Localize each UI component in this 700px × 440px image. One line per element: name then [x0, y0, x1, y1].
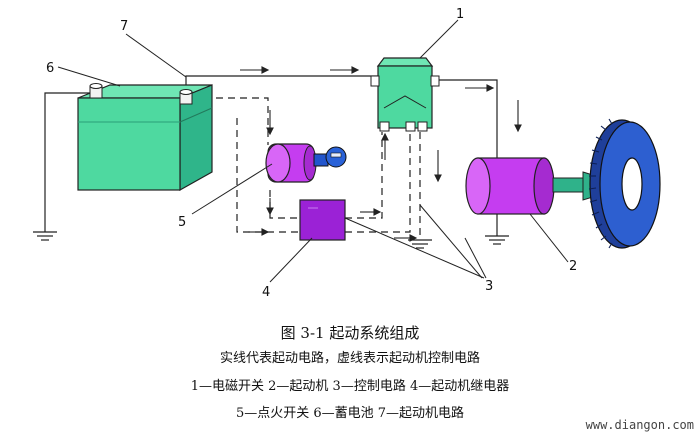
label-1: 1 [456, 7, 464, 22]
control-circuit-wires [192, 97, 421, 240]
motor-shaft [552, 177, 584, 193]
label-4: 4 [262, 285, 270, 300]
flywheel-ring-gear [588, 118, 661, 249]
ground-symbol-icon [408, 239, 432, 249]
solenoid-left-terminal [370, 75, 380, 87]
battery-positive-terminal [179, 89, 193, 105]
battery [77, 83, 213, 192]
ground-symbol-icon [33, 231, 57, 241]
label-2: 2 [569, 259, 577, 274]
ground-symbol-icon [485, 212, 509, 245]
label-3: 3 [485, 279, 493, 294]
label-6: 6 [46, 61, 54, 76]
flow-arrows [240, 66, 522, 242]
legend-line-1: 1—电磁开关 2—起动机 3—控制电路 4—起动机继电器 [190, 379, 510, 394]
solenoid-right-terminal [430, 75, 440, 87]
ignition-key-icon [313, 146, 347, 168]
label-5: 5 [178, 215, 186, 230]
legend-line-2: 5—点火开关 6—蓄电池 7—起动机电路 [235, 406, 465, 421]
battery-front [77, 97, 181, 191]
solenoid-switch [370, 57, 440, 132]
ignition-switch [265, 143, 347, 183]
battery-negative-terminal [89, 83, 103, 99]
label-7: 7 [120, 19, 128, 34]
starter-relay [299, 199, 346, 241]
starter-motor [465, 157, 597, 215]
figure-title: 图 3-1 起动系统组成 [280, 324, 420, 342]
leader-lines [57, 19, 569, 283]
watermark: www.diangon.com [585, 418, 694, 432]
figure-subtitle: 实线代表起动电路，虚线表示起动机控制电路 [219, 351, 480, 366]
